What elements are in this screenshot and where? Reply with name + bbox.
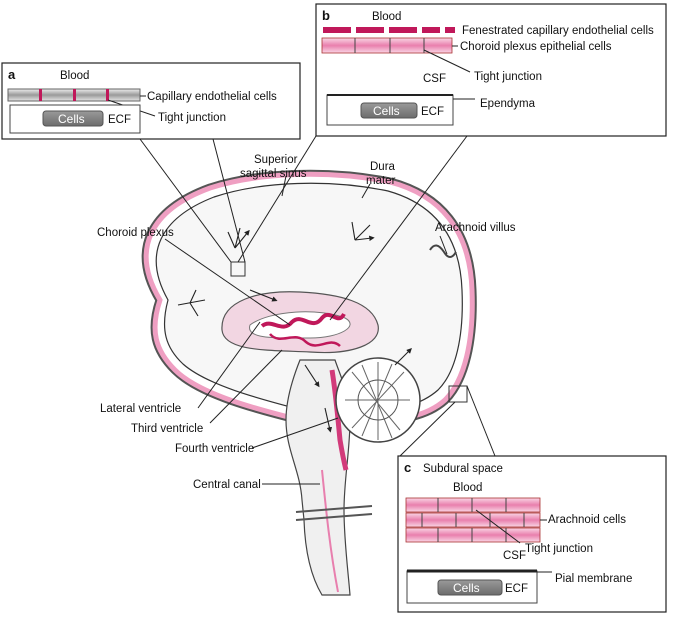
panel-a-junction-3 [106, 89, 109, 101]
panel-c-subdural-label: Subdural space [423, 463, 503, 475]
label-superior: Superior [254, 154, 298, 166]
panel-a: a Blood Capillary endothelial cells Tigh… [1, 62, 301, 140]
panel-a-blood-label: Blood [60, 70, 89, 82]
panel-a-cells-label: Cells [58, 112, 85, 126]
label-mater: mater [366, 175, 396, 187]
panel-c-arachnoid-label: Arachnoid cells [548, 514, 626, 526]
leader-lines [139, 135, 496, 485]
panel-c-letter: c [404, 460, 411, 475]
cerebellum [335, 357, 421, 443]
panel-b-letter: b [322, 8, 330, 23]
third-ventricle-region [249, 311, 351, 339]
anatomy-labels: Superior sagittal sinus Dura mater Arach… [97, 154, 516, 491]
arachnoid-cell-layers [405, 497, 541, 543]
panel-b-ependyma-label: Ependyma [480, 98, 536, 110]
label-third-ventricle: Third ventricle [131, 423, 203, 435]
panel-b-cells-pill [360, 102, 418, 119]
label-choroid-plexus: Choroid plexus [97, 227, 174, 239]
brain-illustration [141, 169, 477, 596]
fenestrated-segment [445, 27, 455, 33]
fourth-ventricle-channel [329, 369, 349, 471]
label-arachnoid-villus: Arachnoid villus [435, 222, 516, 234]
choroid-plexus-tissue-2 [269, 333, 341, 348]
panel-a-junction-2 [73, 89, 76, 101]
label-lateral-ventricle: Lateral ventricle [100, 403, 181, 415]
panel-c-pial-label: Pial membrane [555, 573, 632, 585]
arachnoid-zoom-box [448, 385, 468, 403]
fenestrated-segment [323, 27, 351, 33]
label-sagittal-sinus: sagittal sinus [240, 168, 307, 180]
panel-c-cells-label: Cells [453, 581, 480, 595]
choroid-plexus-tissue [260, 312, 346, 329]
fenestrated-segment [356, 27, 384, 33]
label-fourth-ventricle: Fourth ventricle [175, 443, 254, 455]
central-canal-line [321, 469, 339, 593]
panel-c-tight-junction-label: Tight junction [525, 543, 593, 555]
panel-c: c Subdural space Blood Arachnoid cells T… [397, 455, 667, 613]
panel-b-blood-label: Blood [372, 11, 401, 23]
panel-a-capillary-label: Capillary endothelial cells [147, 91, 277, 103]
panel-b-tight-junction-label: Tight junction [474, 71, 542, 83]
arachnoid-villus [429, 244, 457, 258]
panel-a-cells-pill [42, 110, 104, 127]
panel-c-cells-pill [437, 579, 503, 596]
panel-b: b Blood Fenestrated capillary endothelia… [315, 3, 667, 137]
label-central-canal: Central canal [193, 479, 261, 491]
panel-b-fenestrated-label: Fenestrated capillary endothelial cells [462, 25, 654, 37]
fenestrated-segment [389, 27, 417, 33]
flow-arrows [177, 221, 412, 433]
panel-c-csf-label: CSF [503, 550, 526, 562]
panel-b-csf-label: CSF [423, 73, 446, 85]
panel-a-ecf-label: ECF [108, 114, 131, 126]
cut-mark [295, 505, 373, 513]
choroid-epithelium-bar [321, 37, 453, 54]
panel-c-blood-label: Blood [453, 482, 482, 494]
panel-c-ecf-label: ECF [505, 583, 528, 595]
panel-b-ecf-label: ECF [421, 106, 444, 118]
panel-a-junction-1 [39, 89, 42, 101]
panel-b-epithelial-label: Choroid plexus epithelial cells [460, 41, 612, 53]
cut-mark [295, 513, 373, 521]
fenestrated-segment [422, 27, 440, 33]
panel-a-tight-junction-label: Tight junction [158, 112, 226, 124]
panel-b-cells-label: Cells [373, 104, 400, 118]
label-dura: Dura [370, 161, 396, 173]
panel-a-letter: a [8, 67, 16, 82]
